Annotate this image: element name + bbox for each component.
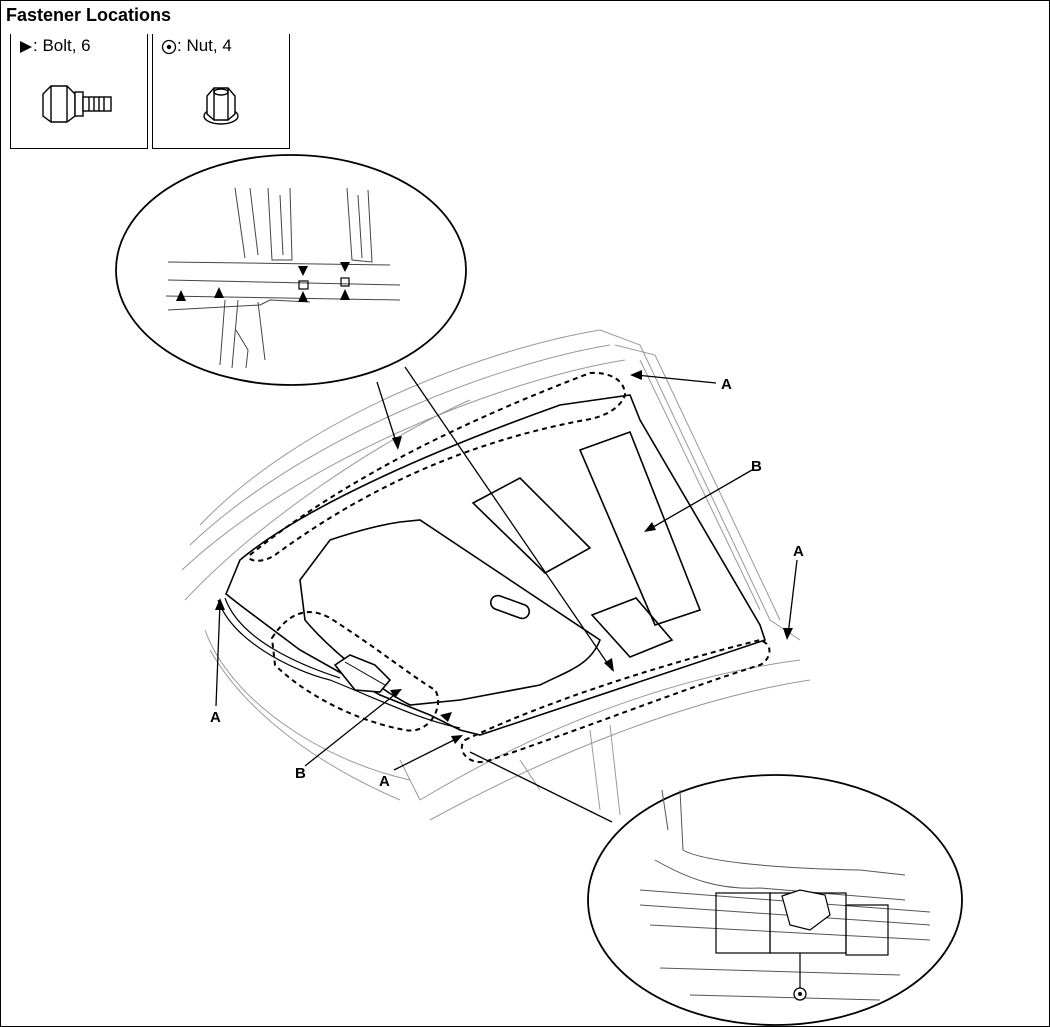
legend-bolt-label: : Bolt, 6 bbox=[33, 36, 91, 55]
legend-bolt-label-row: : Bolt, 6 bbox=[19, 36, 91, 56]
callout-b-right: B bbox=[751, 458, 762, 475]
callout-b-left: B bbox=[295, 765, 306, 782]
nut-circle-dot-icon bbox=[161, 39, 177, 54]
legend-nut-label-row: : Nut, 4 bbox=[161, 36, 232, 56]
figure-title: Fastener Locations bbox=[6, 5, 172, 25]
bolt-triangle-icon bbox=[20, 40, 32, 53]
legend-nut-box: : Nut, 4 bbox=[152, 34, 290, 149]
bolt-drawing-icon bbox=[42, 85, 112, 123]
detail-circle-top bbox=[115, 154, 467, 386]
callout-a-left: A bbox=[210, 709, 221, 726]
legend-bolt-box: : Bolt, 6 bbox=[10, 34, 148, 149]
leader-lines bbox=[376, 366, 613, 823]
callout-arrowheads bbox=[215, 370, 793, 744]
leader-arrowheads bbox=[392, 436, 614, 722]
roof-outline-lines bbox=[181, 329, 811, 821]
callout-leaders bbox=[215, 374, 798, 771]
detail-circle-bottom bbox=[587, 774, 963, 1026]
callout-a-bottom: A bbox=[379, 773, 390, 790]
detail-bottom-nut-marker bbox=[793, 987, 807, 1001]
legend-nut-label: : Nut, 4 bbox=[177, 36, 232, 55]
dashed-region-outlines bbox=[248, 371, 771, 763]
detail-top-bolt-markers bbox=[176, 262, 350, 302]
callout-a-right: A bbox=[793, 543, 804, 560]
callout-a-top-right: A bbox=[721, 376, 732, 393]
nut-drawing-icon bbox=[203, 87, 239, 125]
